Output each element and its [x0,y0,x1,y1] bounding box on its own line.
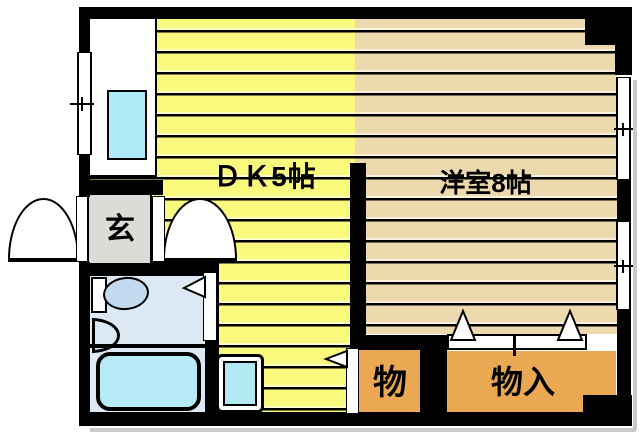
washing-machine-pan-inner [223,361,257,406]
entry-door-swing-left-base [8,258,79,262]
western-room-floor [355,19,617,334]
wall-left-upper [79,7,90,52]
wall-top [79,7,632,19]
closet-label: 物入 [490,364,555,400]
wall-storage-closet [420,348,447,414]
window-right-upper [616,77,631,180]
genkan-area [87,195,152,265]
wall-right-lower [617,310,631,414]
dk-room-label: ＤＫ5帖 [213,161,317,192]
shadow-bottom [90,428,636,432]
bathtub [96,352,201,411]
wall-dk-genkan [85,180,163,195]
wall-center [350,163,366,348]
storage-door [346,348,359,414]
closet-sliding-door-track [447,334,587,350]
wall-bottom [79,412,632,426]
kitchen-sink [107,90,147,160]
bathroom-door [203,272,217,341]
genkan-entry-door [76,196,88,262]
wall-closet-notch [583,395,632,426]
storage-label: 物 [373,364,407,402]
entry-door-swing-right-base [163,258,237,262]
wall-right-mid [617,180,631,221]
closet-sliding-door-tick [513,336,516,356]
western-room-label: 洋室8帖 [439,168,532,198]
genkan-label: 玄 [105,213,135,246]
window-right-lower [616,221,631,310]
entry-door-swing-left [8,198,79,259]
shadow-right [633,80,637,430]
wall-storage-top [350,335,447,350]
bathroom-divider [89,344,205,348]
wall-left-mid [79,155,90,197]
storage-box [359,350,421,414]
wall-top-right-step [615,7,632,75]
wall-genkan-bath [82,263,215,276]
window-left [77,52,92,155]
wall-left-lower [79,262,90,414]
genkan-dk-door [152,196,165,262]
